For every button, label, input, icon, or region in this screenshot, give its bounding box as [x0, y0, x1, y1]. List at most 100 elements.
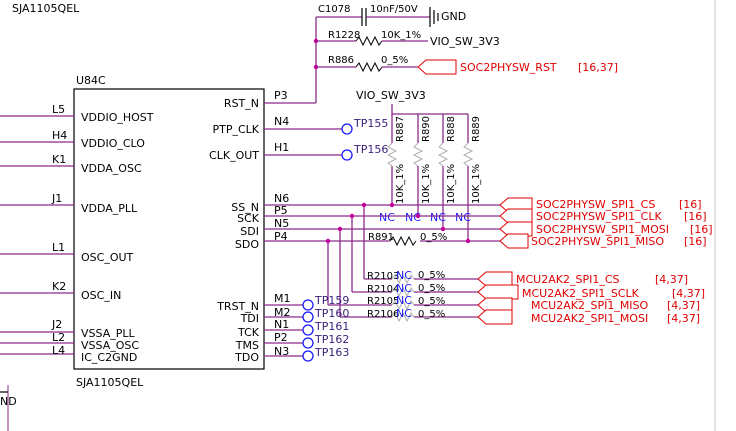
resistor-r2104: R2104 NC 0_5% — [352, 282, 478, 298]
left-pin-L4: L4 IC_C2GND — [0, 344, 137, 364]
svg-text:VDDIO_HOST: VDDIO_HOST — [81, 111, 154, 124]
svg-text:VSSA_PLL: VSSA_PLL — [81, 327, 135, 340]
svg-text:J2: J2 — [51, 318, 62, 331]
pin-num-p2: P2 — [274, 331, 288, 344]
svg-text:R2106: R2106 — [367, 309, 399, 320]
pullup-rail-label: VIO_SW_3V3 — [356, 89, 426, 102]
port-mcu2ak2-spi1-cs: MCU2AK2_SPI1_CS [4,37] — [477, 271, 688, 287]
svg-text:IC_C2GND: IC_C2GND — [81, 351, 137, 364]
left-pin-K1: K1 VDDA_OSC — [0, 153, 142, 175]
pin-name-tdo: TDO — [234, 351, 259, 364]
pin-name-clk-out: CLK_OUT — [209, 149, 259, 162]
pin-name-sdo: SDO — [235, 238, 259, 251]
svg-text:SOC2PHYSW_SPI1_MOSI: SOC2PHYSW_SPI1_MOSI — [536, 223, 669, 236]
svg-text:NC: NC — [430, 211, 446, 224]
svg-text:10K_1%: 10K_1% — [395, 164, 406, 204]
resistor-r1228: R1228 10K_1% VIO_SW_3V3 — [316, 30, 500, 48]
left-pin-L1: L1 OSC_OUT — [0, 241, 134, 264]
port-mcu2ak2-spi1-sclk: MCU2AK2_SPI1_SCLK [4,37] — [477, 284, 705, 300]
gnd-fragment-label: ND — [0, 395, 17, 408]
svg-text:MCU2AK2_SPI1_MISO: MCU2AK2_SPI1_MISO — [531, 299, 649, 312]
resistor-r888: R888 10K_1% NC — [430, 114, 457, 229]
svg-text:SOC2PHYSW_RST: SOC2PHYSW_RST — [460, 61, 557, 74]
pin-name-sck: SCK — [237, 212, 260, 225]
pin-num-n4: N4 — [274, 115, 289, 128]
svg-text:L5: L5 — [52, 103, 65, 116]
svg-text:[4,37]: [4,37] — [667, 312, 700, 325]
svg-text:R891: R891 — [368, 232, 394, 243]
left-pin-K2: K2 OSC_IN — [0, 280, 121, 302]
svg-text:R888: R888 — [446, 116, 457, 142]
port-soc2physw-spi1-miso: SOC2PHYSW_SPI1_MISO [16] — [499, 233, 707, 249]
svg-text:VDDA_PLL: VDDA_PLL — [81, 202, 138, 215]
svg-text:MCU2AK2_SPI1_SCLK: MCU2AK2_SPI1_SCLK — [522, 287, 640, 300]
pin-name-tms: TMS — [235, 339, 259, 352]
pin-name-tck: TCK — [237, 326, 260, 339]
svg-text:L2: L2 — [52, 331, 65, 344]
pin-num-n5: N5 — [274, 217, 289, 230]
svg-text:TP155: TP155 — [353, 117, 388, 130]
pin-name-ss-n: SS_N — [231, 201, 259, 214]
left-pin-L2: L2 VSSA_OSC — [0, 331, 139, 352]
pin-name-sdi: SDI — [240, 225, 259, 238]
test-point-tp162: TP162 — [264, 333, 349, 349]
svg-text:SOC2PHYSW_SPI1_CS: SOC2PHYSW_SPI1_CS — [536, 198, 655, 211]
svg-text:NC: NC — [455, 211, 471, 224]
svg-text:[16]: [16] — [684, 235, 707, 248]
test-point-tp163: TP163 — [264, 346, 349, 362]
svg-text:[16]: [16] — [679, 198, 702, 211]
svg-text:SOC2PHYSW_SPI1_MISO: SOC2PHYSW_SPI1_MISO — [531, 235, 664, 248]
svg-text:0_5%: 0_5% — [418, 270, 445, 281]
svg-text:TP162: TP162 — [314, 333, 349, 346]
resistor-r2103: R2103 NC 0_5% — [364, 269, 478, 285]
left-pin-H4: H4 VDDIO_CLO — [0, 129, 145, 150]
svg-text:SOC2PHYSW_SPI1_CLK: SOC2PHYSW_SPI1_CLK — [536, 210, 662, 223]
resistor-r891: R891 0_5% — [368, 232, 447, 247]
svg-text:NC: NC — [396, 282, 412, 295]
svg-text:VSSA_OSC: VSSA_OSC — [81, 339, 139, 352]
svg-text:L1: L1 — [52, 241, 65, 254]
left-pin-J1: J1 VDDA_PLL — [0, 192, 138, 215]
part-name-top: SJA1105QEL — [12, 2, 80, 15]
ic-part-bottom: SJA1105QEL — [76, 376, 144, 389]
pin-name-trst-n: TRST_N — [216, 300, 259, 313]
svg-text:VDDIO_CLO: VDDIO_CLO — [81, 137, 145, 150]
port-soc2physw-rst: SOC2PHYSW_RST [16,37] — [417, 59, 618, 75]
pin-name-ptp-clk: PTP_CLK — [212, 123, 259, 136]
left-pin-L5: L5 VDDIO_HOST — [0, 103, 154, 124]
svg-text:NC: NC — [396, 307, 412, 320]
svg-text:[4,37]: [4,37] — [655, 273, 688, 286]
svg-text:NC: NC — [396, 294, 412, 307]
svg-text:10K_1%: 10K_1% — [381, 30, 421, 41]
left-pin-J2: J2 VSSA_PLL — [0, 318, 135, 340]
port-soc2physw-spi1-mosi: SOC2PHYSW_SPI1_MOSI [16] — [499, 221, 713, 237]
svg-text:R889: R889 — [471, 116, 482, 142]
pin-name-rst-n: RST_N — [224, 97, 259, 110]
test-point-tp161: TP161 — [264, 320, 349, 336]
svg-text:K2: K2 — [52, 280, 66, 293]
pin-num-p3: P3 — [274, 89, 288, 102]
ic-ref: U84C — [76, 74, 106, 87]
svg-text:MCU2AK2_SPI1_CS: MCU2AK2_SPI1_CS — [516, 273, 619, 286]
pin-num-h1: H1 — [274, 141, 289, 154]
pin-name-tdi: TDI — [240, 312, 259, 325]
svg-text:0_5%: 0_5% — [420, 232, 447, 243]
svg-text:GND: GND — [441, 10, 466, 23]
test-point-tp159: TP159 — [264, 294, 349, 311]
svg-text:VDDA_OSC: VDDA_OSC — [81, 162, 142, 175]
svg-text:[16]: [16] — [690, 223, 713, 236]
pin-num-n3: N3 — [274, 345, 289, 358]
port-soc2physw-spi1-clk: SOC2PHYSW_SPI1_CLK [16] — [499, 208, 707, 224]
svg-text:K1: K1 — [52, 153, 66, 166]
resistor-r890: R890 10K_1% NC — [405, 114, 432, 224]
pin-num-m2: M2 — [274, 306, 291, 319]
svg-text:R886: R886 — [328, 55, 354, 66]
svg-text:R890: R890 — [421, 116, 432, 142]
svg-text:[4,37]: [4,37] — [672, 287, 705, 300]
svg-text:R2105: R2105 — [367, 296, 399, 307]
pin-num-m1: M1 — [274, 292, 291, 305]
svg-text:VIO_SW_3V3: VIO_SW_3V3 — [430, 35, 500, 48]
resistor-r887: R887 10K_1% NC — [379, 114, 406, 224]
svg-text:[16,37]: [16,37] — [578, 61, 618, 74]
resistor-r2106: R2106 NC 0_5% — [340, 307, 478, 323]
